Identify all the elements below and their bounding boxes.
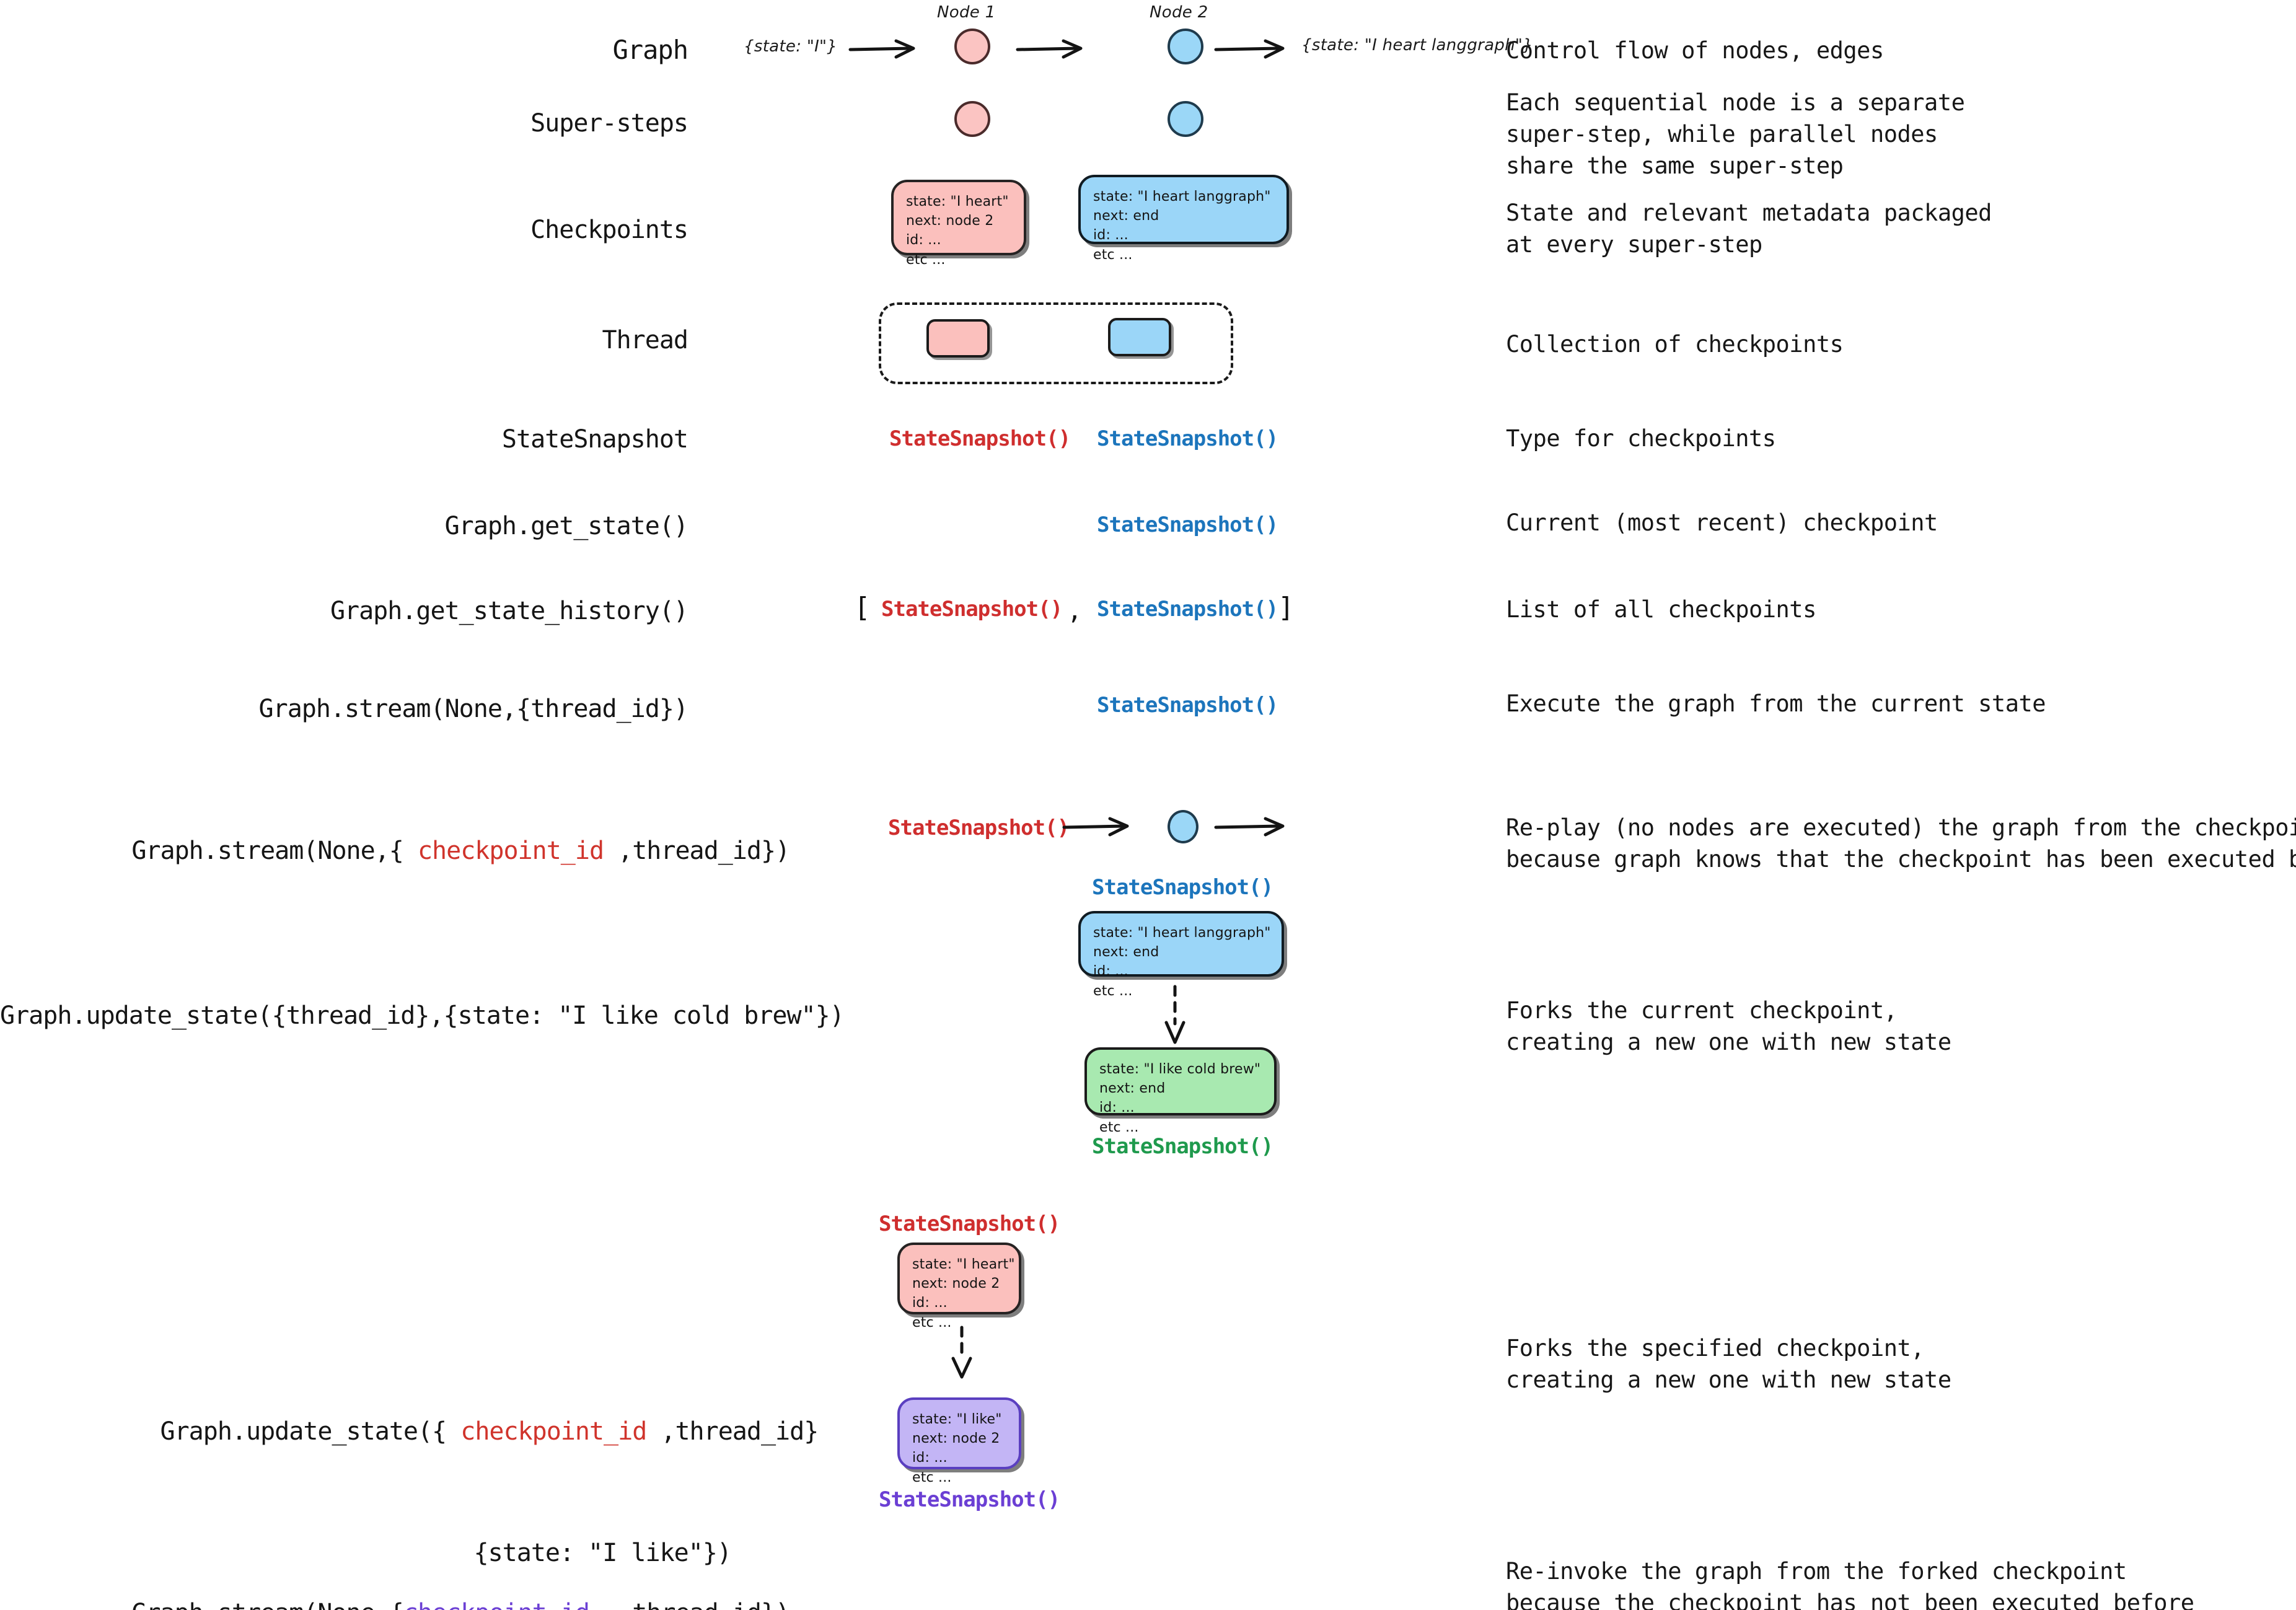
row-desc-stream-thread: Execute the graph from the current state bbox=[1506, 690, 2046, 717]
statesnapshot-type-blue: StateSnapshot() bbox=[1097, 426, 1278, 451]
row-desc-super-steps: Each sequential node is a separate super… bbox=[1506, 89, 1965, 180]
node-2-label: Node 2 bbox=[1150, 3, 1208, 22]
graph-edge-arrow-2 bbox=[1016, 38, 1091, 59]
graph-edge-arrow-3 bbox=[1214, 38, 1295, 59]
history-snapshot-2: StateSnapshot() bbox=[1097, 597, 1278, 622]
super-step-node-1 bbox=[954, 101, 990, 137]
row-label-stream-forked: Graph.stream(None,{checkpoint_id ,thread… bbox=[74, 1568, 790, 1610]
fork-source-checkpoint-card: state: "I heart" next: node 2 id: ... et… bbox=[897, 1243, 1021, 1331]
fork-source-checkpoint-card-text: state: "I heart" next: node 2 id: ... et… bbox=[912, 1257, 1015, 1331]
graph-node-2 bbox=[1168, 29, 1203, 64]
row-label-get-state-history: Graph.get_state_history() bbox=[330, 597, 688, 625]
forked-checkpoint-card-purple-text: state: "I like" next: node 2 id: ... etc… bbox=[912, 1412, 1002, 1485]
update-state-suffix: ,thread_id} bbox=[646, 1417, 819, 1446]
row-label-stream-replay: Graph.stream(None,{ checkpoint_id ,threa… bbox=[74, 806, 790, 896]
graph-edge-arrow-1 bbox=[848, 38, 923, 59]
row-desc-statesnapshot: Type for checkpoints bbox=[1506, 425, 1776, 452]
forked-checkpoint-green-snapshot-label: StateSnapshot() bbox=[1092, 1134, 1273, 1159]
stream-replay-suffix: ,thread_id}) bbox=[604, 836, 790, 865]
row-desc-thread: Collection of checkpoints bbox=[1506, 331, 1844, 358]
history-snapshot-1: StateSnapshot() bbox=[881, 597, 1063, 622]
row-desc-get-state-history: List of all checkpoints bbox=[1506, 596, 1816, 623]
stream-replay-checkpoint-id-token: checkpoint_id bbox=[417, 836, 604, 865]
row-label-thread: Thread bbox=[602, 326, 689, 354]
get-state-result-snapshot: StateSnapshot() bbox=[1097, 512, 1278, 537]
update-state-prefix: Graph.update_state({ bbox=[160, 1417, 461, 1446]
node-1-label: Node 1 bbox=[937, 3, 996, 22]
row-label-statesnapshot: StateSnapshot bbox=[501, 425, 688, 454]
forked-checkpoint-card-green-text: state: "I like cold brew" next: end id: … bbox=[1099, 1062, 1261, 1135]
replay-source-snapshot: StateSnapshot() bbox=[888, 816, 1070, 840]
current-checkpoint-card-text: state: "I heart langgraph" next: end id:… bbox=[1093, 925, 1271, 999]
row-desc-get-state: Current (most recent) checkpoint bbox=[1506, 509, 1938, 536]
replay-arrow-1 bbox=[1062, 816, 1137, 837]
stream-replay-prefix: Graph.stream(None,{ bbox=[131, 836, 418, 865]
history-close-bracket: ] bbox=[1278, 592, 1295, 623]
thread-container bbox=[879, 302, 1233, 384]
forked-checkpoint-purple-snapshot-label: StateSnapshot() bbox=[879, 1487, 1060, 1512]
row-label-update-state-checkpoint: Graph.update_state({ checkpoint_id ,thre… bbox=[74, 1326, 819, 1610]
checkpoint-card-node1-text: state: "I heart" next: node 2 id: ... et… bbox=[906, 194, 1009, 268]
replay-arrow-2 bbox=[1214, 816, 1295, 837]
thread-checkpoint-chip-1 bbox=[926, 319, 990, 358]
checkpoint-card-node2-text: state: "I heart langgraph" next: end id:… bbox=[1093, 189, 1271, 263]
stream-thread-result-snapshot: StateSnapshot() bbox=[1097, 693, 1278, 718]
checkpoint-card-node2: state: "I heart langgraph" next: end id:… bbox=[1078, 175, 1289, 263]
row-label-update-state-thread: Graph.update_state({thread_id},{state: "… bbox=[0, 1001, 845, 1030]
row-label-get-state: Graph.get_state() bbox=[444, 512, 688, 540]
thread-checkpoint-chip-2 bbox=[1108, 318, 1171, 356]
row-desc-update-state-thread: Forks the current checkpoint, creating a… bbox=[1506, 997, 1951, 1056]
history-comma: , bbox=[1067, 597, 1083, 625]
update-state-checkpoint-line2: {state: "I like"}) bbox=[473, 1538, 732, 1567]
row-label-super-steps: Super-steps bbox=[530, 109, 688, 138]
current-checkpoint-card: state: "I heart langgraph" next: end id:… bbox=[1078, 911, 1284, 999]
replay-node-2 bbox=[1168, 810, 1199, 843]
update-state-checkpoint-line1: Graph.update_state({ checkpoint_id ,thre… bbox=[74, 1387, 819, 1477]
fork-arrow-specified bbox=[943, 1326, 980, 1379]
row-label-checkpoints: Checkpoints bbox=[530, 216, 688, 244]
row-desc-update-state-checkpoint: Forks the specified checkpoint, creating… bbox=[1506, 1335, 1951, 1394]
row-desc-graph: Control flow of nodes, edges bbox=[1506, 37, 1884, 64]
stream-forked-prefix: Graph.stream(None,{ bbox=[131, 1599, 404, 1610]
graph-output-state-annotation: {state: "I heart langgraph"} bbox=[1301, 36, 1534, 55]
fork-source-snapshot-label: StateSnapshot() bbox=[879, 1212, 1060, 1236]
history-open-bracket: [ bbox=[854, 592, 871, 623]
statesnapshot-type-pink: StateSnapshot() bbox=[889, 426, 1071, 451]
stream-forked-suffix: ,thread_id}) bbox=[589, 1599, 790, 1610]
stream-forked-checkpoint-id-token: checkpoint_id bbox=[403, 1599, 590, 1610]
fork-arrow-current bbox=[1156, 985, 1194, 1045]
row-desc-stream-replay: Re-play (no nodes are executed) the grap… bbox=[1506, 814, 2296, 873]
forked-checkpoint-card-green: state: "I like cold brew" next: end id: … bbox=[1084, 1047, 1277, 1135]
super-step-node-2 bbox=[1168, 101, 1203, 137]
graph-node-1 bbox=[954, 29, 990, 64]
row-desc-checkpoints: State and relevant metadata packaged at … bbox=[1506, 200, 1992, 258]
checkpoint-card-node1: state: "I heart" next: node 2 id: ... et… bbox=[891, 180, 1026, 268]
row-label-stream-thread: Graph.stream(None,{thread_id}) bbox=[258, 695, 688, 723]
row-desc-stream-forked: Re-invoke the graph from the forked chec… bbox=[1506, 1558, 2194, 1610]
row-label-graph: Graph bbox=[612, 35, 688, 65]
forked-checkpoint-card-purple: state: "I like" next: node 2 id: ... etc… bbox=[897, 1397, 1021, 1485]
graph-input-state-annotation: {state: "I"} bbox=[744, 37, 838, 56]
update-state-checkpoint-id-token: checkpoint_id bbox=[460, 1417, 647, 1446]
current-checkpoint-snapshot-label: StateSnapshot() bbox=[1092, 875, 1273, 900]
